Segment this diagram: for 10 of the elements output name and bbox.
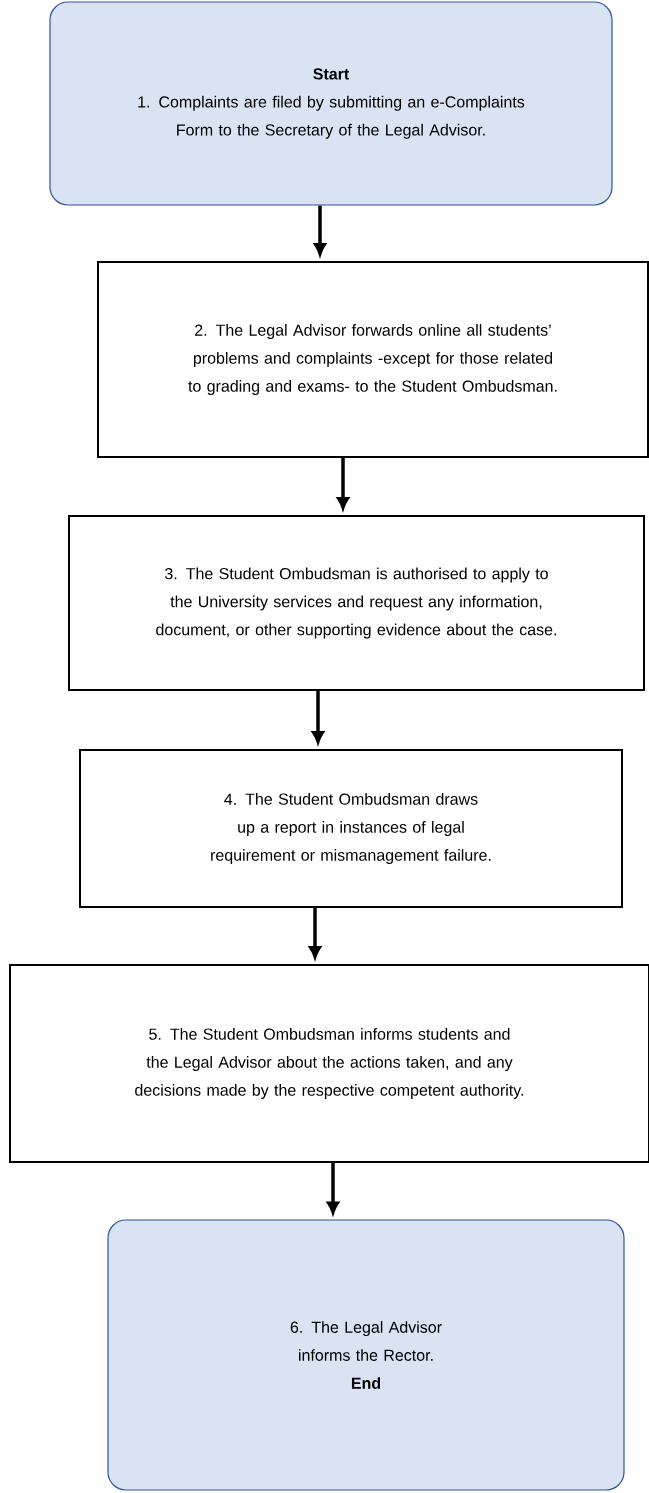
process-box: 4. The Student Ombudsman draws up a report in instances of legal requirement or mismanagement failure. [79,749,623,908]
arrow [309,908,321,959]
arrow [337,458,349,510]
process-box: 3. The Student Ombudsman is authorised to apply to the University services and request any information, document, or other supporting evidence about the case. [68,515,645,691]
start-box: Start 1. Complaints are filed by submitting an e-Complaints Form to the Secretary of the Legal Advisor. [49,1,613,206]
arrow [314,205,326,256]
process-box: 2. The Legal Advisor forwards online all students’ problems and complaints -except for those related to grading and exams- to the Student Ombudsman. [97,261,649,458]
arrow [312,691,324,744]
end-box: 6. The Legal Advisor informs the Rector. End [107,1219,625,1491]
process-box: 5. The Student Ombudsman informs students and the Legal Advisor about the actions taken, and any decisions made by the respective competent authority. [9,964,649,1163]
